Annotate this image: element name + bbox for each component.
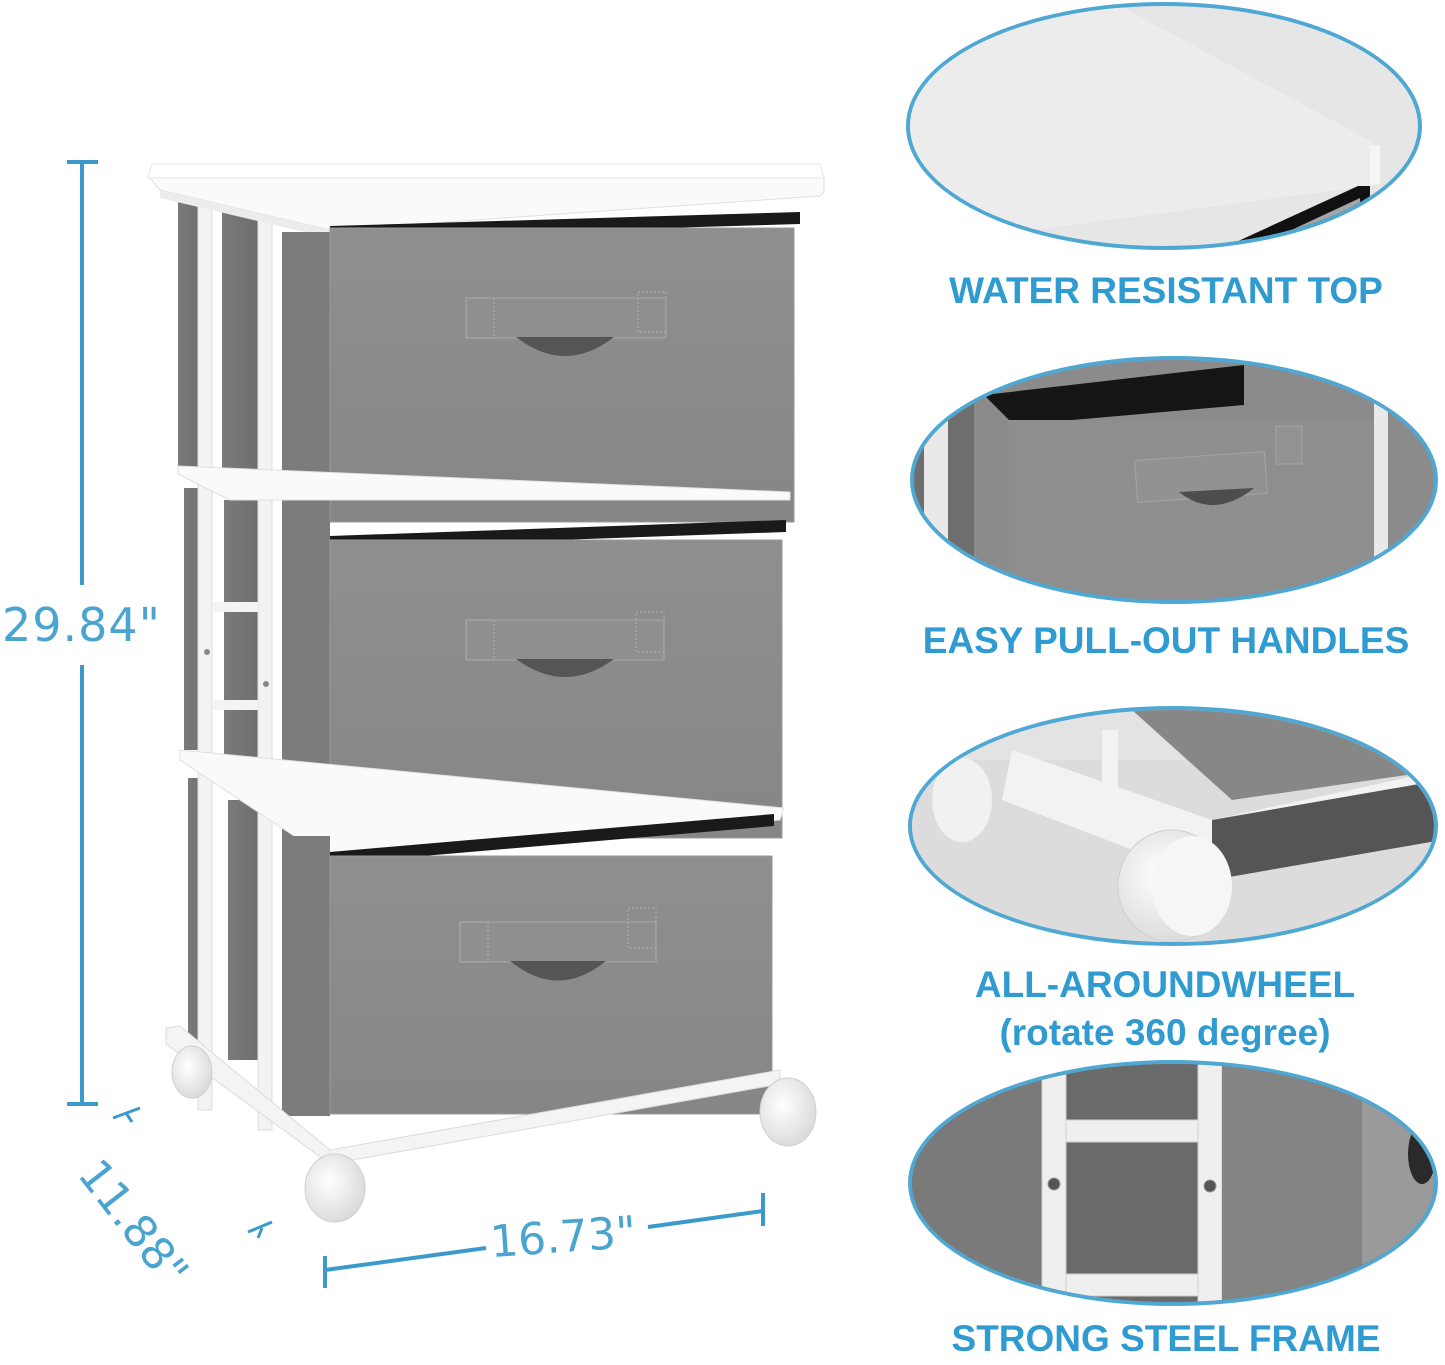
width-dimension-line	[323, 1193, 765, 1288]
height-dimension-line	[67, 160, 98, 1106]
height-dimension-label: 29.84"	[2, 598, 161, 652]
feature-label-strong-steel-frame: STRONG STEEL FRAME	[951, 1318, 1381, 1359]
feature-label-water-resistant-top: WATER RESISTANT TOP	[949, 270, 1383, 311]
feature-sublabel-rotate-360: (rotate 360 degree)	[999, 1012, 1331, 1053]
depth-dimension-line	[112, 1106, 273, 1239]
drawer-1	[282, 212, 800, 523]
feature-oval-handles	[910, 356, 1438, 604]
drawer-3	[282, 814, 774, 1116]
width-dimension-label: 16.73"	[488, 1206, 638, 1269]
feature-oval-steel-frame	[908, 1060, 1438, 1306]
feature-label-easy-pull-out-handles: EASY PULL-OUT HANDLES	[922, 620, 1410, 661]
feature-oval-top	[906, 2, 1422, 250]
wheels	[171, 1045, 817, 1223]
feature-label-all-around-wheel: ALL-AROUNDWHEEL	[974, 964, 1356, 1005]
feature-oval-wheel	[908, 706, 1438, 946]
